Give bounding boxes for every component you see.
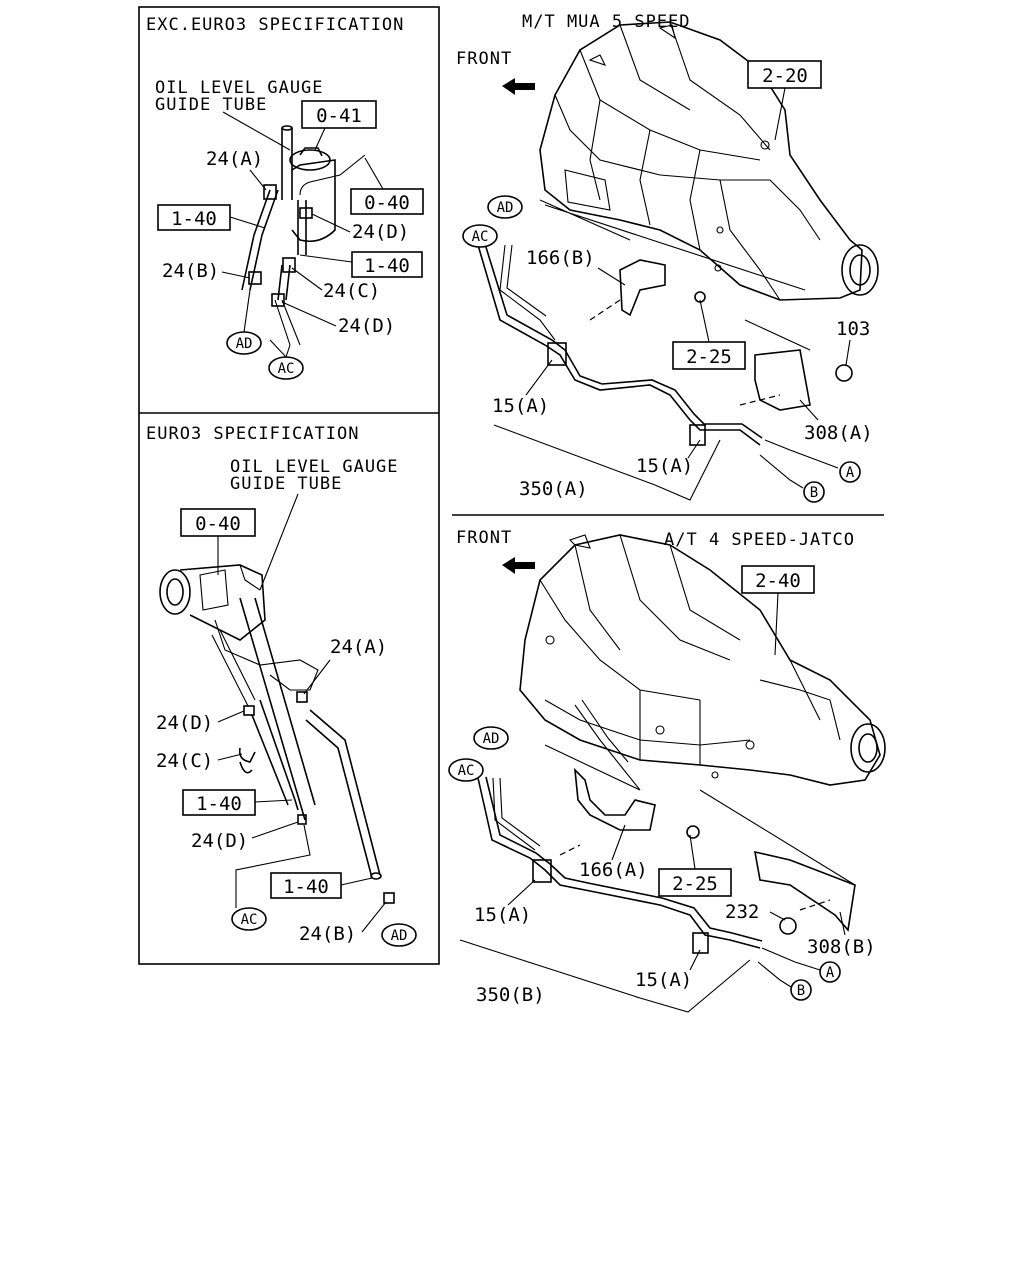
connector-label: AD — [236, 336, 253, 352]
part-label: 350(B) — [476, 984, 545, 1006]
part-box — [182, 789, 256, 816]
connector-label: A — [826, 965, 835, 981]
connector-circle — [839, 461, 861, 483]
part-label: 24(B) — [162, 260, 219, 282]
part-box-label: 1-40 — [283, 876, 329, 898]
part-box — [672, 341, 746, 370]
part-box-label: 2-20 — [762, 65, 808, 87]
part-box-label: 2-25 — [686, 346, 732, 368]
part-box-label: 0-40 — [364, 192, 410, 214]
connector-circle — [381, 923, 417, 947]
pump-drawing — [159, 564, 395, 904]
connector-label: B — [797, 983, 805, 999]
connector-label: AD — [497, 200, 514, 216]
part-label: 232 — [725, 901, 759, 923]
panel-title: EURO3 SPECIFICATION — [146, 424, 359, 444]
panel-title: A/T 4 SPEED-JATCO — [664, 530, 855, 550]
panel-at: FRONT A/T 4 SPEED-JATCO 2-40 2-25 — [448, 528, 886, 1013]
part-label: 166(B) — [526, 247, 595, 269]
transmission-at-drawing — [519, 534, 886, 791]
part-box — [157, 204, 231, 231]
tube-label-line1: OIL LEVEL GAUGE — [155, 78, 324, 98]
part-label: 24(D) — [191, 830, 248, 852]
connector-label: B — [810, 485, 818, 501]
part-label: 24(A) — [206, 148, 263, 170]
part-label: 24(B) — [299, 923, 356, 945]
front-arrow-icon — [502, 78, 535, 95]
part-label: 308(B) — [807, 936, 876, 958]
part-box-label: 0-41 — [316, 105, 362, 127]
connector-circle — [462, 224, 498, 248]
panel-mt: M/T MUA 5 SPEED FRONT 2-20 2-25 — [456, 12, 879, 503]
connector-label: AC — [278, 361, 295, 377]
panel-euro3: EURO3 SPECIFICATION OIL LEVEL GAUGE GUID… — [146, 424, 417, 947]
panel-exc-euro3: EXC.EURO3 SPECIFICATION OIL LEVEL GAUGE … — [146, 15, 424, 380]
front-label: FRONT — [456, 528, 512, 548]
part-box-label: 2-25 — [672, 873, 718, 895]
part-label: 24(C) — [156, 750, 213, 772]
connector-label: AC — [458, 763, 475, 779]
connector-label: AC — [472, 229, 489, 245]
part-box-label: 0-40 — [195, 513, 241, 535]
connector-circle — [803, 481, 825, 503]
part-box — [270, 872, 342, 899]
part-label: 24(C) — [323, 280, 380, 302]
part-label: 15(A) — [636, 455, 693, 477]
left-frame — [138, 6, 440, 965]
connector-circle — [819, 961, 841, 983]
part-label: 24(D) — [338, 315, 395, 337]
connector-circle — [487, 195, 523, 219]
connector-label: A — [846, 465, 855, 481]
tube-label-line2: GUIDE TUBE — [155, 95, 267, 115]
panel-title: M/T MUA 5 SPEED — [522, 12, 691, 32]
part-label: 15(A) — [635, 969, 692, 991]
part-label: 24(D) — [156, 712, 213, 734]
panel-title: EXC.EURO3 SPECIFICATION — [146, 15, 404, 35]
part-box — [351, 251, 423, 278]
part-label: 166(A) — [579, 859, 648, 881]
part-label: 103 — [836, 318, 870, 340]
part-box-label: 1-40 — [171, 208, 217, 230]
front-label: FRONT — [456, 49, 512, 69]
transmission-mt-drawing — [539, 21, 879, 301]
part-box — [301, 100, 377, 129]
part-label: 24(A) — [330, 636, 387, 658]
connector-label: AC — [241, 912, 258, 928]
part-label: 350(A) — [519, 478, 588, 500]
cooler-pipes-at — [477, 767, 856, 954]
connector-label: AD — [391, 928, 408, 944]
part-box — [350, 188, 424, 215]
nut-icon — [835, 364, 853, 382]
front-arrow-icon — [502, 557, 535, 574]
part-label: 15(A) — [474, 904, 531, 926]
part-box-label: 1-40 — [196, 793, 242, 815]
connector-circle — [790, 979, 812, 1001]
tube-label-line1: OIL LEVEL GAUGE — [230, 457, 399, 477]
part-label: 15(A) — [492, 395, 549, 417]
leader — [222, 111, 291, 151]
connector-label: AD — [483, 731, 500, 747]
part-box-label: 1-40 — [364, 255, 410, 277]
part-label: 24(D) — [352, 221, 409, 243]
part-label: 308(A) — [804, 422, 873, 444]
connector-circle — [231, 907, 267, 931]
connector-circle — [448, 758, 484, 782]
cooler-pipes-mt — [477, 243, 811, 446]
part-box-label: 2-40 — [755, 570, 801, 592]
tube-label-line2: GUIDE TUBE — [230, 474, 342, 494]
guide-tube-drawing — [241, 125, 366, 346]
connector-circle — [473, 726, 509, 750]
